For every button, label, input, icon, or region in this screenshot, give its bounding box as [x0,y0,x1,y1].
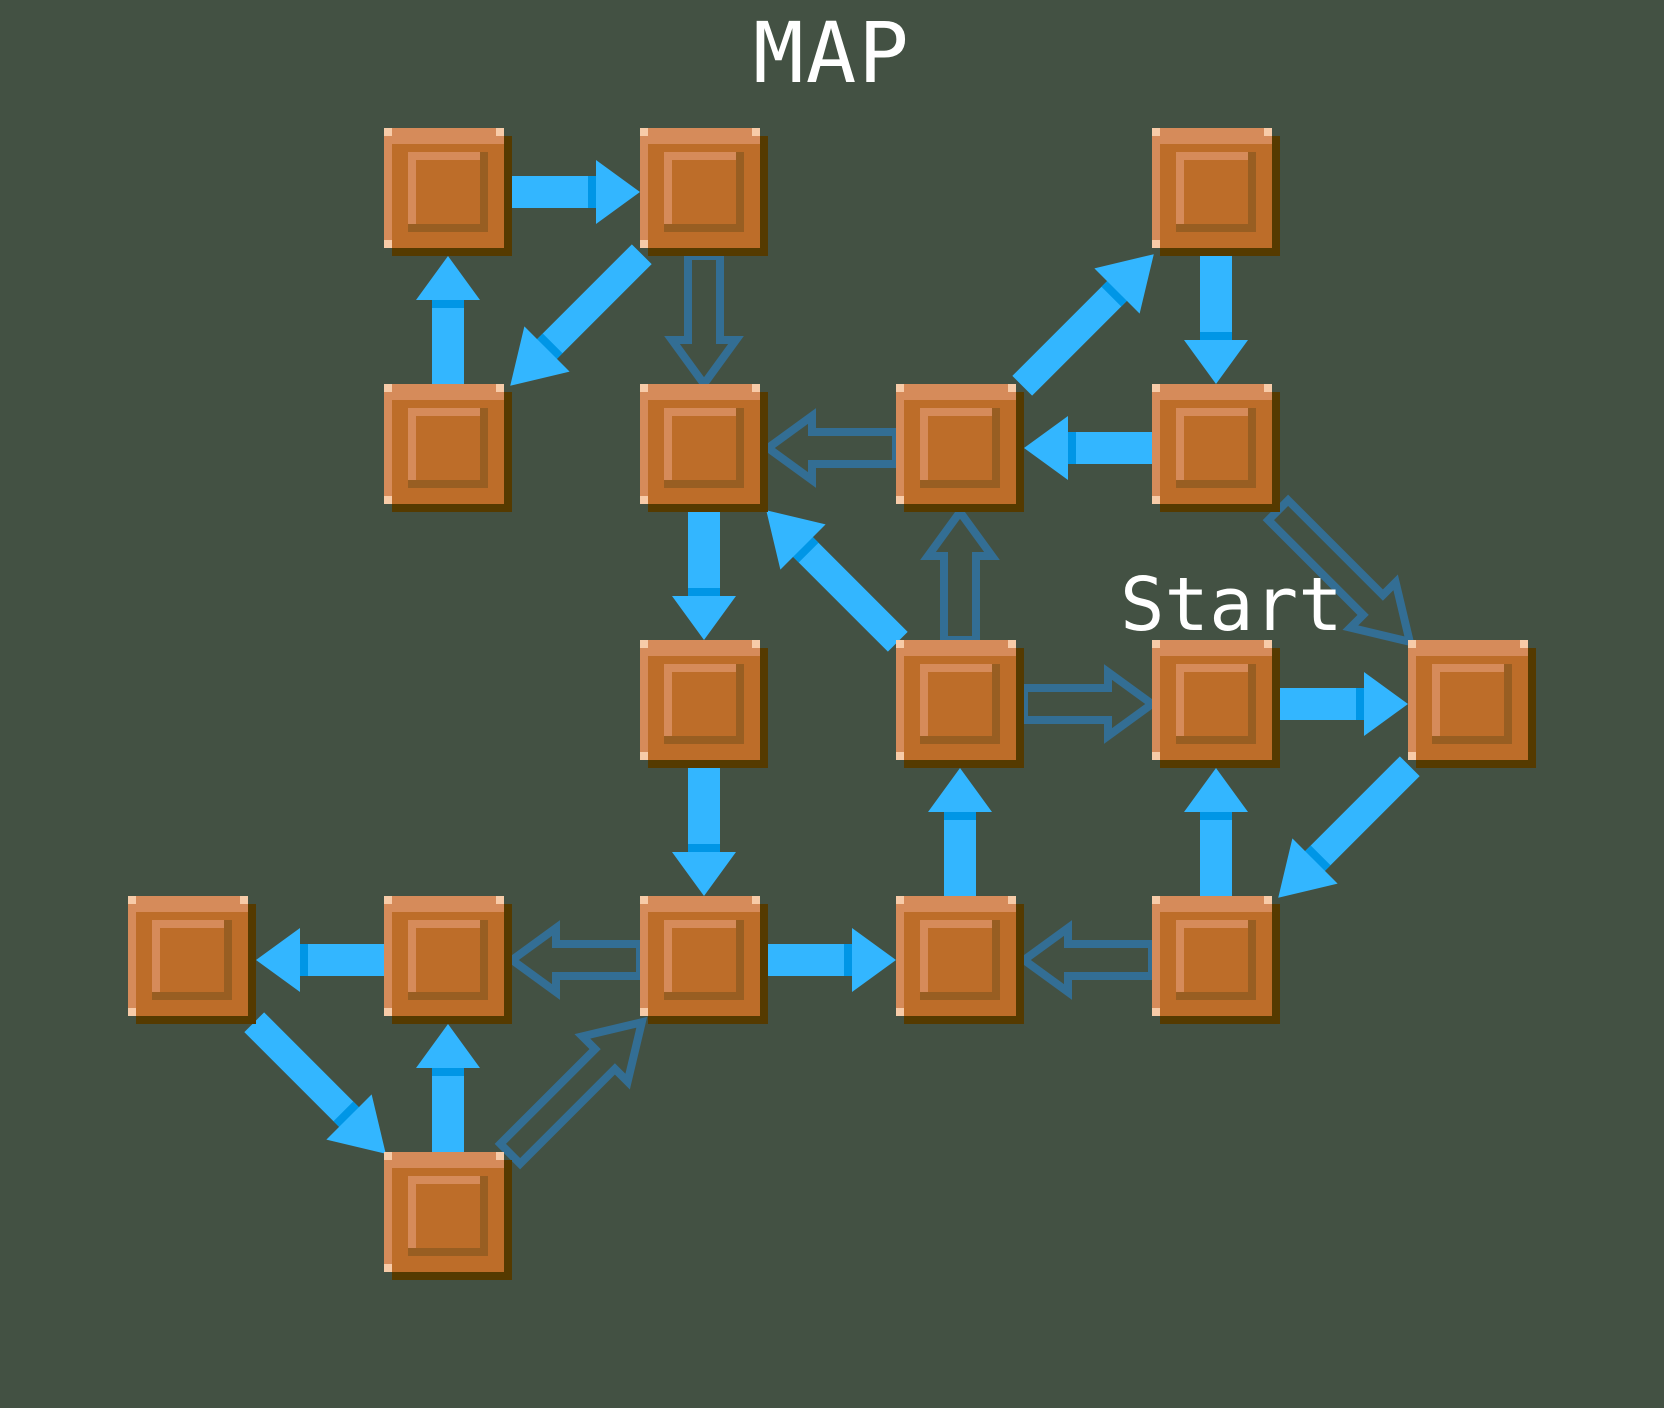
path-arrow-solid [1278,756,1420,898]
path-arrow-hollow [505,920,644,1000]
arrow-joint [844,944,852,976]
arrow-icon [1278,756,1420,898]
map-node[interactable] [640,896,768,1024]
path-arrow-solid [256,928,384,992]
arrow-icon [766,510,908,652]
arrow-icon [510,244,652,386]
arrow-icon [1184,768,1248,896]
arrow-joint [1101,281,1127,307]
arrow-icon [256,928,384,992]
arrow-outline-icon [494,1016,648,1170]
arrow-icon [672,512,736,640]
arrow-outline-icon [664,252,744,391]
arrow-joint [688,844,720,852]
path-arrow-solid [1184,768,1248,896]
arrow-icon [1280,672,1408,736]
arrow-icon [416,1024,480,1152]
path-arrow-solid [672,768,736,896]
map-node[interactable] [1152,384,1280,512]
map-node[interactable] [1408,640,1536,768]
path-arrow-hollow [1017,920,1156,1000]
map-node[interactable] [896,384,1024,512]
path-arrow-solid [928,768,992,896]
path-arrow-solid [768,928,896,992]
arrow-icon [416,256,480,384]
map-node[interactable] [640,384,768,512]
arrow-outline-icon [920,505,1000,644]
path-arrow-solid [1012,254,1154,396]
arrow-icon [1024,416,1152,480]
arrow-outline-icon [505,920,644,1000]
map-node[interactable] [640,640,768,768]
map-node[interactable] [896,896,1024,1024]
path-arrow-hollow [920,505,1000,644]
map-node[interactable] [384,896,512,1024]
arrow-outline-icon [1017,920,1156,1000]
arrow-joint [1200,332,1232,340]
path-arrow-solid [672,512,736,640]
arrow-joint [1356,688,1364,720]
arrow-icon [512,160,640,224]
map-node[interactable] [1152,896,1280,1024]
arrow-icon [672,768,736,896]
path-arrow-hollow [664,252,744,391]
arrow-joint [333,1101,359,1127]
map-node[interactable] [384,128,512,256]
path-arrow-hollow [761,408,900,488]
arrow-joint [944,812,976,820]
map-node[interactable] [640,128,768,256]
path-arrow-solid [1280,672,1408,736]
path-arrow-solid [510,244,652,386]
path-arrow-hollow [1262,494,1416,648]
path-arrow-solid [416,1024,480,1152]
map-node[interactable] [128,896,256,1024]
path-arrow-solid [1184,256,1248,384]
arrow-joint [1068,432,1076,464]
arrow-icon [1012,254,1154,396]
arrow-joint [793,537,819,563]
arrow-outline-icon [1262,494,1416,648]
map-node-start[interactable] [1152,640,1280,768]
arrow-icon [928,768,992,896]
path-arrow-solid [512,160,640,224]
path-arrow-solid [416,256,480,384]
map-node[interactable] [896,640,1024,768]
path-arrow-solid [244,1012,386,1154]
arrow-outline-icon [761,408,900,488]
arrow-joint [688,588,720,596]
arrow-joint [1200,812,1232,820]
map-node[interactable] [384,1152,512,1280]
path-arrow-solid [766,510,908,652]
start-label: Start [1120,562,1343,648]
arrow-joint [432,1068,464,1076]
arrow-joint [588,176,596,208]
arrow-outline-icon [1020,664,1159,744]
path-arrow-hollow [1020,664,1159,744]
arrow-joint [432,300,464,308]
arrow-icon [1184,256,1248,384]
arrow-joint [300,944,308,976]
map-node[interactable] [1152,128,1280,256]
arrow-icon [768,928,896,992]
arrow-joint [1305,845,1331,871]
path-arrow-hollow [494,1016,648,1170]
arrow-joint [537,333,563,359]
map-title: MAP [753,4,911,102]
map-node[interactable] [384,384,512,512]
path-arrow-solid [1024,416,1152,480]
arrow-icon [244,1012,386,1154]
